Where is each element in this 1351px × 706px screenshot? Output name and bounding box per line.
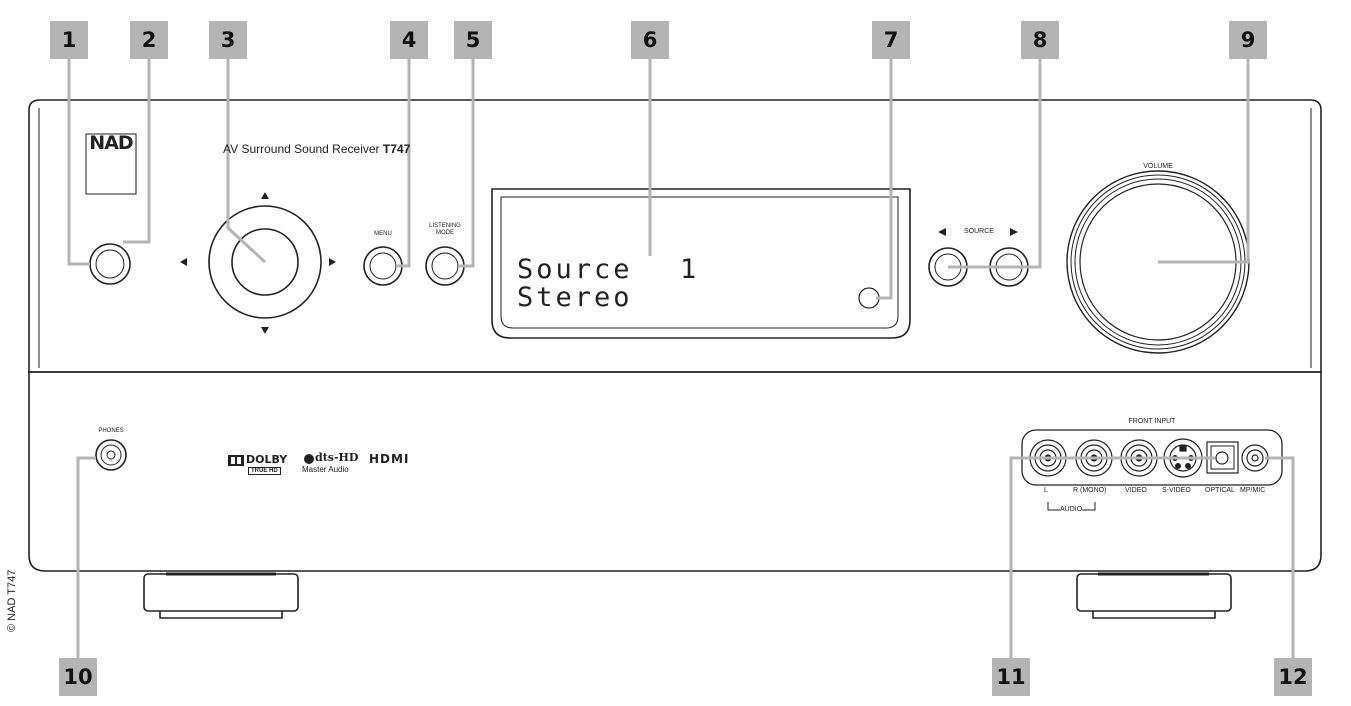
- callout-10: 10: [59, 658, 97, 696]
- leader-12: [1265, 456, 1295, 668]
- nav-left-arrow-icon: [180, 258, 187, 266]
- callout-11: 11: [992, 658, 1030, 696]
- listening-mode-label: LISTENING MODE: [420, 223, 470, 237]
- display-line1-text: Source: [517, 254, 633, 285]
- jack-svideo-label: S-VIDEO: [1162, 487, 1191, 494]
- display-window: [491, 188, 911, 339]
- dolby-label: DOLBY: [246, 453, 288, 466]
- source-label: SOURCE: [964, 228, 994, 235]
- callout-9: 9: [1229, 21, 1267, 59]
- display-line2-text: Stereo: [517, 282, 633, 313]
- callout-7: 7: [872, 21, 910, 59]
- phones-label: PHONES: [98, 428, 124, 434]
- dts-master-audio-label: Master Audio: [302, 465, 349, 474]
- truehd-label: TRUE HD: [248, 467, 281, 475]
- mp-mic-jack: [1241, 444, 1269, 472]
- model-number: T747: [382, 142, 411, 156]
- listening-label-line1: LISTENING: [429, 223, 461, 229]
- nav-up-arrow-icon: [261, 192, 269, 199]
- display-line1-number: 1: [680, 254, 700, 285]
- leader-3: [226, 54, 267, 264]
- leader-5: [458, 54, 475, 268]
- chassis-lower: [28, 371, 1322, 572]
- jack-mpmic-label: MP/MIC: [1240, 487, 1266, 494]
- copyright-note: © NAD T747: [6, 569, 18, 632]
- callout-4: 4: [390, 21, 428, 59]
- jack-video-label: VIDEO: [1125, 487, 1147, 494]
- dts-logo-icon: [304, 454, 314, 464]
- listening-label-line2: MODE: [436, 230, 454, 236]
- callout-2: 2: [130, 21, 168, 59]
- leader-9: [1158, 54, 1250, 264]
- navigation-ring: [208, 205, 322, 319]
- jack-l-label: L: [1044, 487, 1048, 494]
- dts-label: dts-HD: [315, 451, 359, 464]
- leader-10: [76, 456, 96, 668]
- hdmi-logo: HDMI: [369, 452, 410, 466]
- nad-logo: NAD: [89, 132, 133, 154]
- volume-label: VOLUME: [1143, 163, 1173, 170]
- jack-optical-label: OPTICAL: [1205, 487, 1235, 494]
- leader-1: [67, 54, 90, 266]
- left-foot: [143, 573, 299, 612]
- jack-r-label: R (MONO): [1073, 487, 1107, 494]
- product-line: AV Surround Sound Receiver: [223, 142, 380, 156]
- callout-3: 3: [209, 21, 247, 59]
- source-right-arrow-icon: [1010, 228, 1018, 236]
- leader-7: [876, 54, 893, 300]
- source-left-arrow-icon: [938, 228, 946, 236]
- leader-8: [948, 54, 1042, 269]
- callout-12: 12: [1274, 658, 1312, 696]
- menu-label: MENU: [374, 231, 392, 237]
- navigation-enter-button: [231, 228, 299, 296]
- dolby-logo-icon: [228, 455, 244, 466]
- callout-1: 1: [50, 21, 88, 59]
- leader-2: [123, 54, 151, 244]
- leader-4: [396, 54, 411, 268]
- chassis-upper: [28, 99, 1322, 373]
- product-title: AV Surround Sound Receiver T747: [223, 142, 410, 156]
- jack-audio-label: AUDIO: [1060, 506, 1083, 513]
- right-foot: [1076, 573, 1232, 612]
- nav-down-arrow-icon: [261, 327, 269, 334]
- phones-jack: [95, 439, 127, 471]
- front-input-label: FRONT INPUT: [1128, 418, 1176, 425]
- callout-6: 6: [631, 21, 669, 59]
- nav-right-arrow-icon: [329, 258, 336, 266]
- callout-5: 5: [454, 21, 492, 59]
- nad-logo-box: [85, 133, 137, 195]
- callout-8: 8: [1021, 21, 1059, 59]
- leader-11: [1009, 456, 1215, 668]
